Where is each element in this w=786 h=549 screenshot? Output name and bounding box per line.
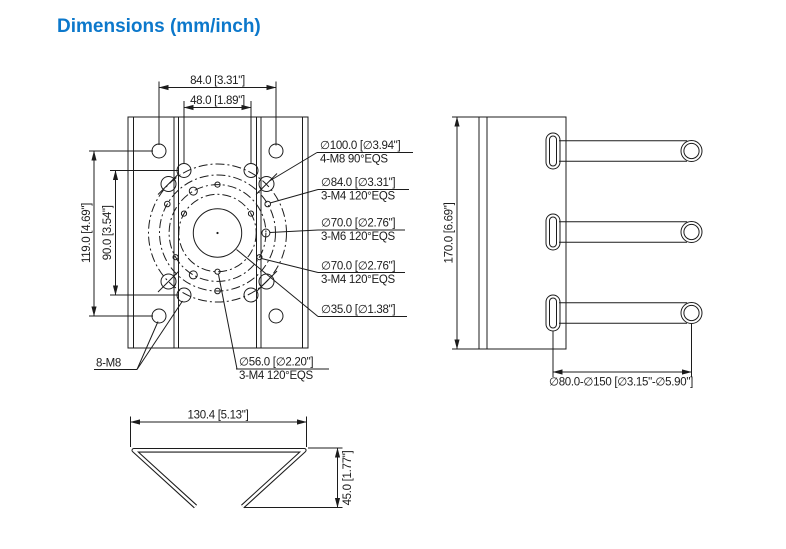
callout-70m4-line2: 3-M4 120°EQS <box>321 274 395 286</box>
clamp-slots <box>545 132 561 332</box>
page-title: Dimensions (mm/inch) <box>57 16 261 37</box>
dim-170-label: 170.0 [6.69"] <box>444 202 456 263</box>
dim-90-label: 90.0 [3.54"] <box>102 205 114 260</box>
callout-84-line1: ∅84.0 [∅3.31"] <box>321 177 395 189</box>
slashed-holes-4m8 <box>157 173 278 293</box>
dimension-170 <box>452 116 480 350</box>
dimension-90 <box>110 170 178 296</box>
callout-84-line2: 3-M4 120°EQS <box>321 191 395 203</box>
callout-70m4-line1: ∅70.0 [∅2.76"] <box>321 261 395 273</box>
callout-56-line2: 3-M4 120°EQS <box>239 370 313 382</box>
callout-100-line1: ∅100.0 [∅3.94"] <box>320 140 400 152</box>
dim-119-label: 119.0 [4.69"] <box>81 203 93 263</box>
side-plate-outline <box>478 116 567 350</box>
callout-35-line1: ∅35.0 [∅1.38"] <box>321 304 395 316</box>
dimension-48 <box>183 101 252 164</box>
dimension-45 <box>244 447 343 508</box>
dimension-119 <box>89 150 153 317</box>
bottom-view-labels: 130.4 [5.13"] 45.0 [1.77"] <box>188 410 354 506</box>
thread-8m8-label: 8-M8 <box>96 358 121 370</box>
dim-pole-range-label: ∅80.0-∅150 [∅3.15"-∅5.90"] <box>549 377 693 389</box>
clamp-rods <box>559 140 703 324</box>
bottom-view <box>130 416 343 509</box>
dim-45-label: 45.0 [1.77"] <box>342 450 354 505</box>
dim-48-label: 48.0 [1.89"] <box>190 95 245 107</box>
dimension-pole-range <box>552 324 692 377</box>
dimension-130 <box>130 416 307 447</box>
dim-84-label: 84.0 [3.31"] <box>190 75 245 87</box>
callout-70m6-line2: 3-M6 120°EQS <box>321 231 395 243</box>
callout-70m6-line1: ∅70.0 [∅2.76"] <box>321 218 395 230</box>
front-view <box>89 81 413 370</box>
v-bracket-outline <box>131 448 307 509</box>
center-hole-35 <box>192 208 243 258</box>
callout-56-line1: ∅56.0 [∅2.20"] <box>239 357 313 369</box>
dim-130-label: 130.4 [5.13"] <box>188 410 249 422</box>
dimension-84 <box>158 81 277 146</box>
small-thread-holes <box>164 181 272 295</box>
bolt-circles-dashdot <box>148 163 287 303</box>
side-view <box>452 116 703 377</box>
callout-leaders <box>94 152 413 370</box>
side-view-labels: 170.0 [6.69"] ∅80.0-∅150 [∅3.15"-∅5.90"] <box>444 202 694 388</box>
callout-100-line2: 4-M8 90°EQS <box>320 154 388 166</box>
front-view-labels: 84.0 [3.31"] 48.0 [1.89"] 119.0 [4.69"] … <box>81 75 401 382</box>
